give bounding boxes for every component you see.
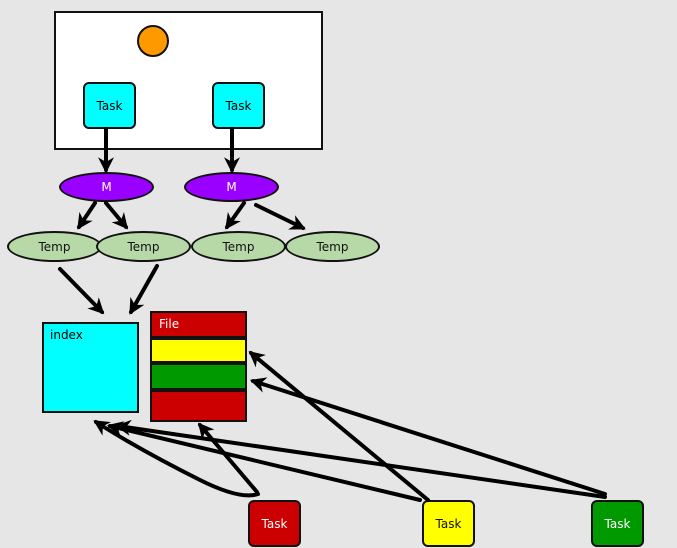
bottom-task-red[interactable]: Task <box>248 500 301 547</box>
arrow-m2-temp3 <box>225 201 246 230</box>
arrow-m2-temp4 <box>254 203 306 230</box>
temp-4[interactable]: Temp <box>285 231 380 262</box>
bottom-task-yellow[interactable]: Task <box>422 500 475 547</box>
temp-3[interactable]: Temp <box>191 231 286 262</box>
file-segment-yellow[interactable] <box>150 338 247 363</box>
bottom-task-green[interactable]: Task <box>591 500 644 547</box>
arrow-m1-temp2 <box>104 201 129 230</box>
arrow-red-index <box>93 420 260 498</box>
index-block[interactable]: index <box>42 322 139 413</box>
arrow-yellow-index <box>106 421 422 502</box>
arrow-red-file <box>197 422 259 494</box>
temp-2[interactable]: Temp <box>96 231 191 262</box>
status-circle <box>137 25 169 57</box>
arrow-green-file-green <box>249 377 607 496</box>
file-header-segment[interactable]: File <box>150 311 247 338</box>
arrow-yellow-file-yellow <box>248 350 430 502</box>
file-segment-green[interactable] <box>150 363 247 390</box>
arrow-temp2-index <box>129 264 159 315</box>
file-segment-red[interactable] <box>150 390 247 422</box>
top-task-1[interactable]: Task <box>83 82 136 129</box>
arrow-m1-temp1 <box>77 201 97 230</box>
top-task-2[interactable]: Task <box>212 82 265 129</box>
arrow-temp1-index <box>58 267 105 315</box>
